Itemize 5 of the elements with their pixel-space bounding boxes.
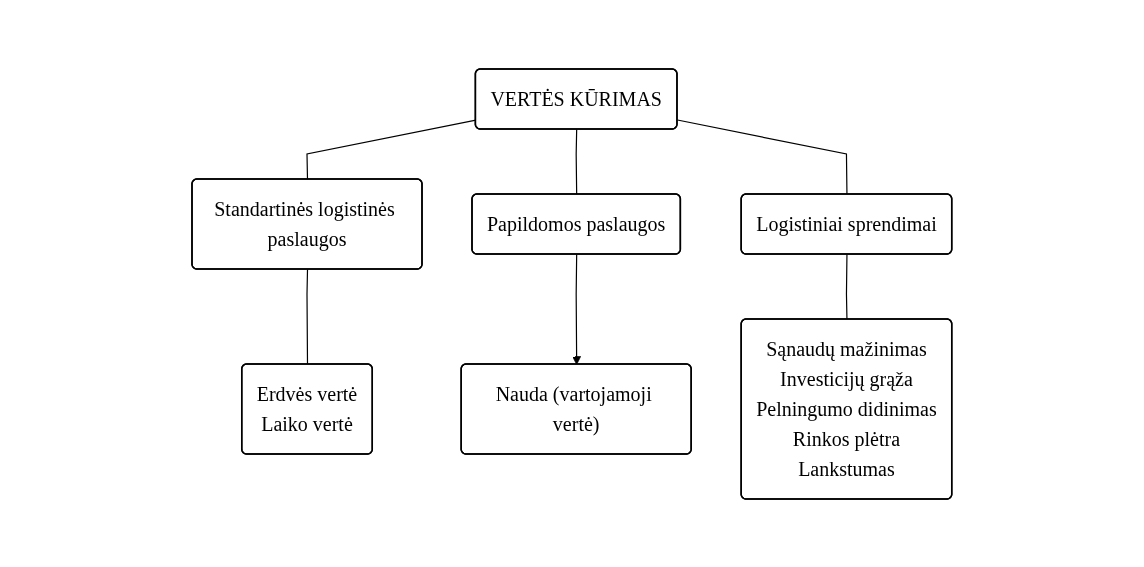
connector bbox=[846, 253, 848, 320]
connector bbox=[306, 268, 309, 365]
connector bbox=[677, 118, 848, 195]
connector bbox=[575, 128, 578, 195]
arrow bbox=[572, 253, 582, 365]
